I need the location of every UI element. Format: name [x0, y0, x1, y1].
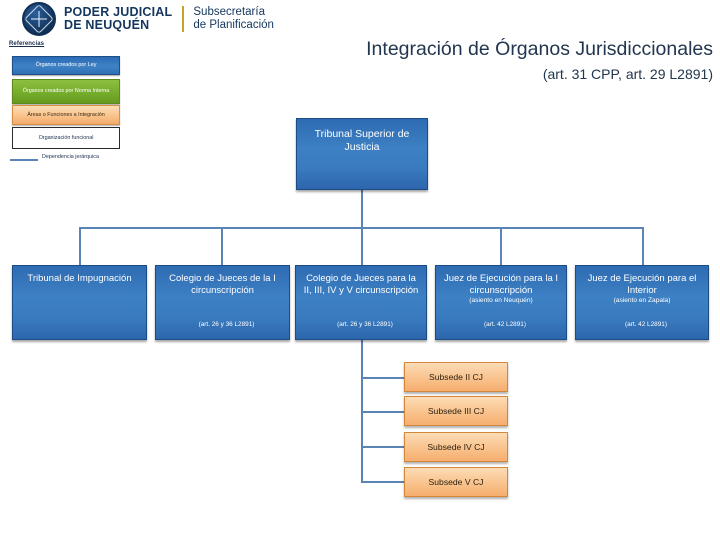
- node-title: Colegio de Jueces de la I circunscripció…: [169, 273, 276, 296]
- brand-divider: [182, 6, 185, 32]
- node-juez-ejecucion-1[interactable]: Juez de Ejecución para la I circunscripc…: [435, 265, 567, 340]
- connector-root-drop: [361, 190, 363, 228]
- connector-drop-colegio-2345: [361, 227, 363, 265]
- node-article: (art. 42 L2891): [625, 321, 667, 328]
- node-subtitle: (asiento en Neuquén): [469, 297, 533, 305]
- legend-line-sample: [10, 159, 38, 161]
- subsecretariat-line1: Subsecretaría: [193, 6, 265, 19]
- legend-item-ley: Órganos creados por Ley: [12, 56, 120, 75]
- node-tribunal-superior[interactable]: Tribunal Superior de Justicia: [296, 118, 428, 190]
- node-subsede-3[interactable]: Subsede III CJ: [404, 396, 508, 426]
- legend-heading: Referencias: [9, 41, 45, 47]
- node-title: Subsede V CJ: [428, 477, 484, 487]
- judiciary-seal-icon: [22, 2, 56, 36]
- connector-drop-colegio-1: [221, 227, 223, 265]
- node-subsede-5[interactable]: Subsede V CJ: [404, 467, 508, 497]
- subsecretariat-name: Subsecretaría de Planificación: [193, 6, 274, 32]
- connector-subsede-5: [361, 481, 405, 483]
- slide-header: PODER JUDICIAL DE NEUQUÉN Subsecretaría …: [0, 0, 720, 36]
- connector-subsede-4: [361, 446, 405, 448]
- connector-subsede-2: [361, 377, 405, 379]
- node-title: Juez de Ejecución para el Interior: [587, 273, 697, 296]
- node-juez-ejecucion-interior[interactable]: Juez de Ejecución para el Interior (asie…: [575, 265, 709, 340]
- node-tribunal-impugnacion[interactable]: Tribunal de Impugnación: [12, 265, 147, 340]
- legend-item-organizacion-funcional: Organización funcional: [12, 127, 120, 149]
- node-title: Tribunal Superior de Justicia: [314, 128, 410, 153]
- org-name-line2: DE NEUQUÉN: [64, 18, 150, 32]
- subsecretariat-line2: de Planificación: [193, 19, 274, 31]
- org-name-line1: PODER JUDICIAL: [64, 5, 173, 20]
- node-article: (art. 26 y 36 L2891): [337, 321, 393, 328]
- node-subsede-2[interactable]: Subsede II CJ: [404, 362, 508, 392]
- node-title: Tribunal de Impugnación: [27, 273, 132, 284]
- page-title: Integración de Órganos Jurisdiccionales: [366, 38, 713, 60]
- connector-drop-impugnacion: [79, 227, 81, 265]
- node-title: Juez de Ejecución para la I circunscripc…: [443, 273, 559, 296]
- org-name: PODER JUDICIAL DE NEUQUÉN: [64, 6, 172, 32]
- connector-subsede-3: [361, 411, 405, 413]
- connector-drop-juez-1: [500, 227, 502, 265]
- node-subtitle: (asiento en Zapala): [613, 297, 671, 305]
- node-title: Subsede II CJ: [429, 372, 483, 382]
- node-article: (art. 26 y 36 L2891): [198, 321, 255, 328]
- brand-lockup: PODER JUDICIAL DE NEUQUÉN Subsecretaría …: [22, 2, 274, 36]
- node-title: Colegio de Jueces para la II, III, IV y …: [303, 273, 419, 296]
- legend-item-norma-interna: Órganos creados por Norma Interna: [12, 79, 120, 104]
- page-subtitle: (art. 31 CPP, art. 29 L2891): [542, 66, 713, 82]
- node-title: Subsede III CJ: [427, 406, 485, 416]
- node-article: (art. 42 L2891): [484, 321, 526, 328]
- legend-line-label: Dependencia jerárquica: [42, 154, 99, 160]
- legend-item-dependencia: Dependencia jerárquica: [10, 154, 140, 166]
- node-subsede-4[interactable]: Subsede IV CJ: [404, 432, 508, 462]
- node-title: Subsede IV CJ: [427, 442, 485, 452]
- node-colegio-jueces-1[interactable]: Colegio de Jueces de la I circunscripció…: [155, 265, 290, 340]
- node-colegio-jueces-2345[interactable]: Colegio de Jueces para la II, III, IV y …: [295, 265, 427, 340]
- connector-drop-juez-interior: [642, 227, 644, 265]
- legend-item-areas-funciones: Áreas o Funciones a Integración: [12, 105, 120, 125]
